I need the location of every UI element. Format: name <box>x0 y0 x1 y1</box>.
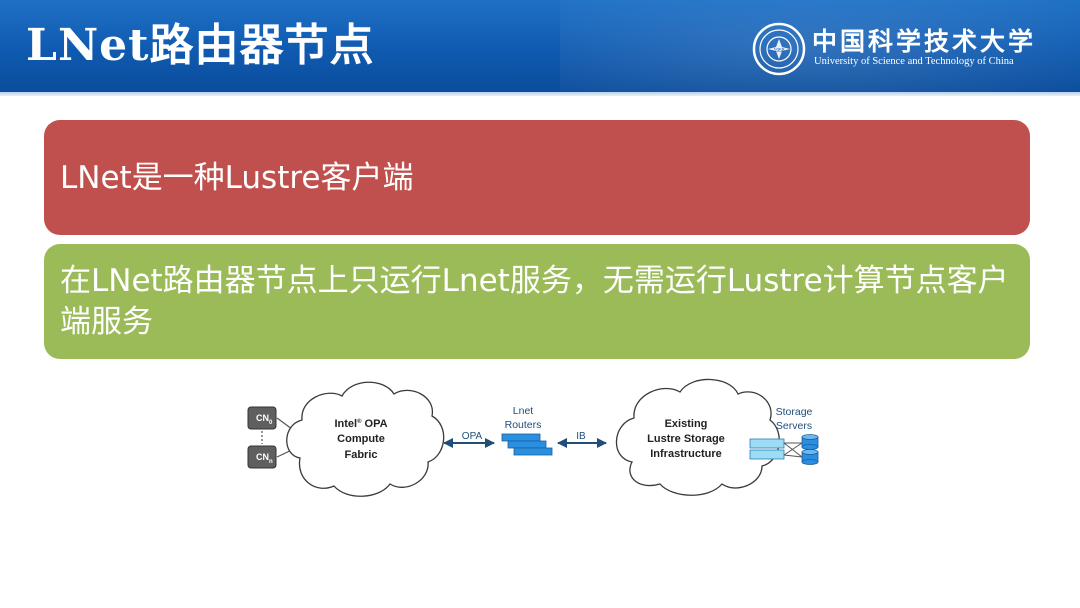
university-name-en: University of Science and Technology of … <box>814 56 1014 67</box>
cnn-label: CNn <box>256 452 273 465</box>
slide-title: LNet路由器节点 <box>26 20 375 71</box>
header-highlight <box>560 0 1080 92</box>
ib-label: IB <box>576 431 586 442</box>
opa-label: OPA <box>462 431 483 442</box>
compute-node-top: CN0 <box>247 406 277 430</box>
university-name-cn: 中国科学技术大学 <box>812 27 1037 56</box>
routers-label-line2: Routers <box>505 419 542 431</box>
servers-label-line1: Storage <box>776 406 813 418</box>
fabric-label-line1: Intel® OPA <box>334 418 387 430</box>
lnet-router-service-box: 在LNet路由器节点上只运行Lnet服务，无需运行Lustre计算节点客户端服务 <box>44 244 1030 359</box>
compute-node-bottom: CNn <box>247 445 277 469</box>
storage-disk-icon-top <box>801 434 819 450</box>
lnet-client-text: LNet是一种Lustre客户端 <box>60 159 414 196</box>
fabric-label-line3: Fabric <box>344 449 377 461</box>
seal-year: 1958 <box>773 48 784 54</box>
storage-infrastructure-cloud <box>615 378 780 496</box>
header-bar <box>0 0 1080 92</box>
routers-label-line1: Lnet <box>513 405 534 417</box>
servers-label-line2: Servers <box>776 420 812 432</box>
storage-label-line2: Lustre Storage <box>647 433 725 445</box>
compute-fabric-cloud <box>286 381 445 497</box>
header-divider <box>0 92 1080 96</box>
fabric-label-line2: Compute <box>337 433 385 445</box>
lnet-client-box: LNet是一种Lustre客户端 <box>44 120 1030 235</box>
storage-label-line3: Infrastructure <box>650 448 722 460</box>
cn0-label: CN0 <box>256 413 273 426</box>
storage-label-line1: Existing <box>665 418 708 430</box>
university-seal-icon: 1958 <box>752 22 806 76</box>
lnet-router-stack <box>501 433 553 456</box>
lnet-router-service-text: 在LNet路由器节点上只运行Lnet服务，无需运行Lustre计算节点客户端服务 <box>60 263 1009 340</box>
storage-disk-icon-bottom <box>801 449 819 465</box>
storage-server-stack <box>749 438 803 460</box>
